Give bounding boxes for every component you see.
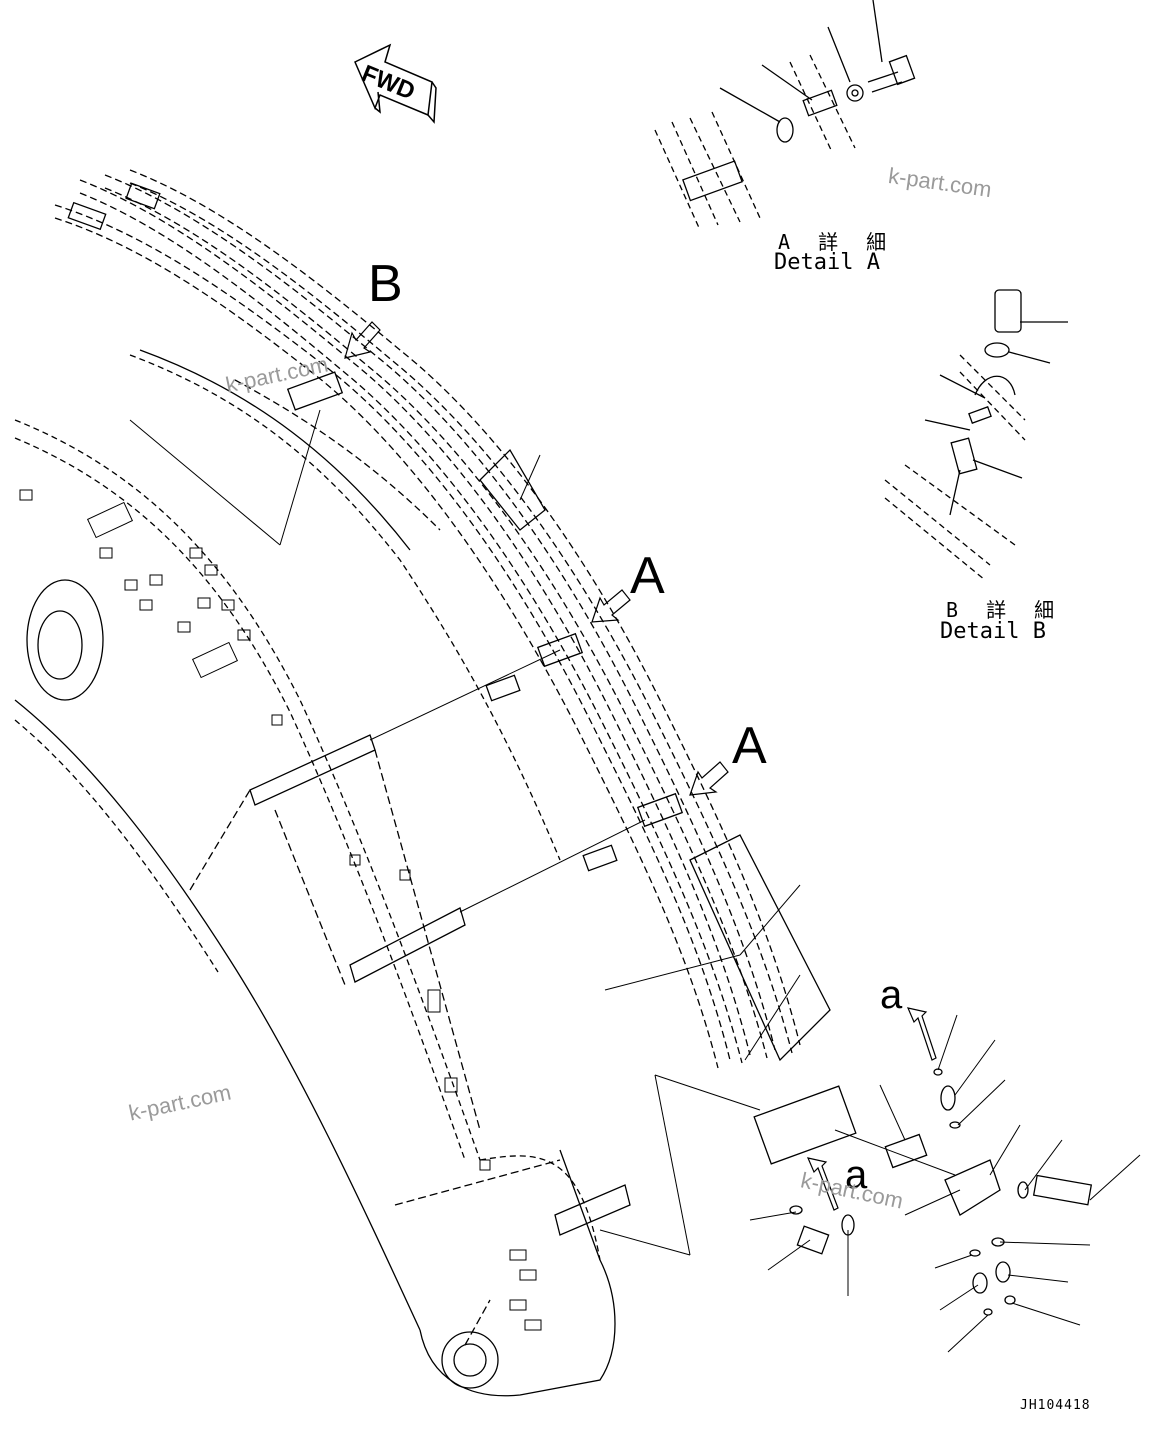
callout-a-small-down: a	[845, 1153, 868, 1197]
fwd-arrow-shape	[354, 43, 437, 124]
callout-a-lower: A	[732, 717, 767, 775]
callout-b: B	[368, 255, 403, 313]
lower-right-parts	[789, 1068, 1093, 1316]
detail-a-drawing	[654, 0, 916, 231]
detail-b-en: Detail B	[940, 619, 1046, 644]
callout-arrows	[344, 321, 937, 1211]
detail-a-jp: A 詳 細	[778, 230, 895, 254]
detail-b-drawing	[884, 289, 1068, 581]
callout-a-upper: A	[630, 547, 665, 605]
callout-a-small-up: a	[880, 973, 903, 1017]
leader-lines	[129, 409, 1141, 1353]
detail-a-en: Detail A	[774, 250, 880, 275]
boom-arm	[14, 349, 631, 1397]
detail-b-jp: B 詳 細	[946, 598, 1063, 622]
drawing-code: JH104418	[1020, 1398, 1091, 1413]
hose-bundle	[54, 169, 857, 1165]
